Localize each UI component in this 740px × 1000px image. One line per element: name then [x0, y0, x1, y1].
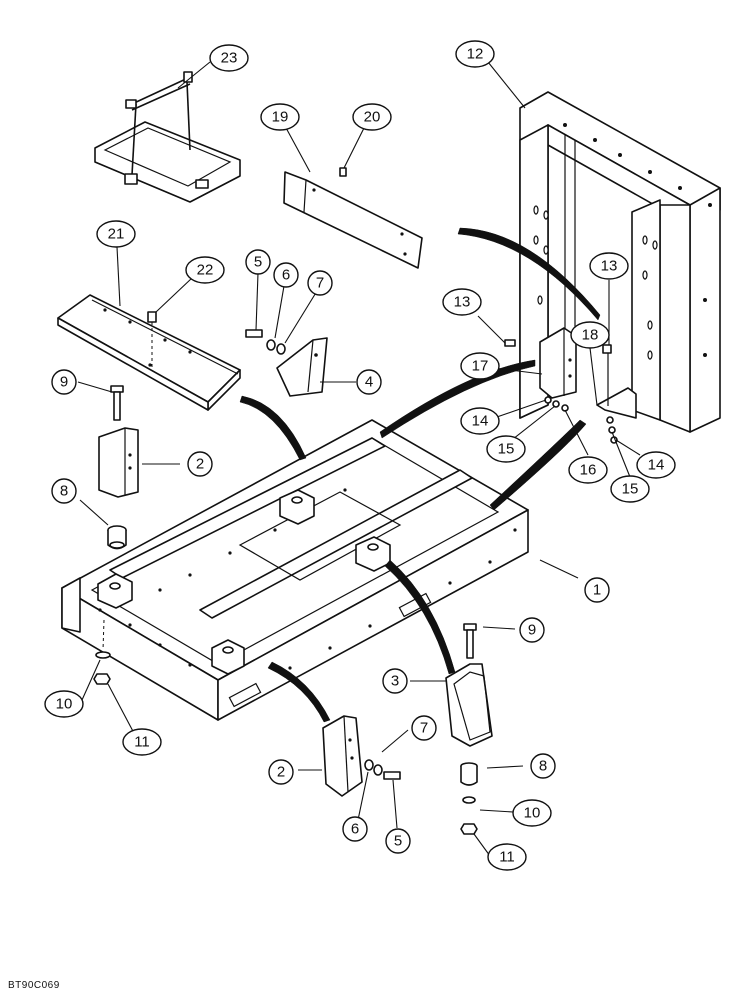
mount-assembly-right	[445, 623, 493, 835]
callout-7: 7	[307, 270, 333, 296]
battery-tray-part	[94, 71, 241, 203]
callout-22: 22	[185, 256, 225, 284]
callout-label: 6	[282, 267, 290, 284]
callout-6-bottom: 6	[342, 816, 368, 842]
callout-5: 5	[245, 249, 271, 275]
cab-frame-part	[519, 91, 721, 433]
callout-2-bottom: 2	[268, 759, 294, 785]
callout-2-top: 2	[187, 451, 213, 477]
callout-9-right: 9	[519, 617, 545, 643]
callout-label: 18	[582, 327, 599, 344]
callout-label: 16	[580, 462, 597, 479]
floor-plate-part	[57, 294, 241, 411]
callout-label: 1	[593, 582, 601, 599]
callout-label: 2	[277, 764, 285, 781]
drawing-reference-code: BT90C069	[8, 980, 60, 991]
callout-8-right: 8	[530, 753, 556, 779]
callout-11-right: 11	[487, 843, 527, 871]
callout-label: 7	[420, 720, 428, 737]
callout-label: 11	[499, 849, 515, 866]
mount-assembly-left	[98, 385, 139, 550]
callout-label: 15	[498, 441, 515, 458]
assembly-bands	[239, 227, 601, 723]
callout-12: 12	[455, 40, 495, 68]
callout-10-right: 10	[512, 799, 552, 827]
callout-label: 23	[221, 50, 238, 67]
cover-plate-part	[283, 167, 423, 269]
bracket-part-4	[245, 329, 328, 397]
callout-label: 11	[134, 734, 150, 751]
callout-label: 3	[391, 673, 399, 690]
left-fasteners	[93, 619, 111, 685]
mount-assembly-bottom	[322, 715, 401, 797]
callout-15-right: 15	[610, 475, 650, 503]
callout-label: 2	[196, 456, 204, 473]
callout-14-left: 14	[460, 407, 500, 435]
main-frame-part	[61, 419, 529, 721]
callout-label: 4	[365, 374, 373, 391]
callout-18: 18	[570, 321, 610, 349]
callout-label: 14	[472, 413, 489, 430]
callout-label: 19	[272, 109, 289, 126]
callout-label: 10	[56, 696, 73, 713]
callout-23: 23	[209, 44, 249, 72]
callout-label: 15	[622, 481, 639, 498]
callout-4: 4	[356, 369, 382, 395]
callout-8-left: 8	[51, 478, 77, 504]
callout-20: 20	[352, 103, 392, 131]
callout-3: 3	[382, 668, 408, 694]
callout-label: 7	[316, 275, 324, 292]
callout-label: 9	[528, 622, 536, 639]
callout-15-left: 15	[486, 435, 526, 463]
callout-label: 13	[454, 294, 471, 311]
callout-label: 21	[108, 226, 125, 243]
callout-label: 5	[254, 254, 262, 271]
callout-21: 21	[96, 220, 136, 248]
callout-10-left: 10	[44, 690, 84, 718]
callout-label: 22	[197, 262, 214, 279]
callout-label: 10	[524, 805, 541, 822]
callout-label: 8	[60, 483, 68, 500]
callout-11-left: 11	[122, 728, 162, 756]
callout-6: 6	[273, 262, 299, 288]
callout-19: 19	[260, 103, 300, 131]
callout-label: 9	[60, 374, 68, 391]
callout-label: 12	[467, 46, 484, 63]
callout-label: 8	[539, 758, 547, 775]
callout-label: 5	[394, 833, 402, 850]
callout-1: 1	[584, 577, 610, 603]
callout-5-bottom: 5	[385, 828, 411, 854]
callout-17: 17	[460, 352, 500, 380]
callout-label: 17	[472, 358, 489, 375]
callout-13-left: 13	[442, 288, 482, 316]
callout-16: 16	[568, 456, 608, 484]
callout-14-right: 14	[636, 451, 676, 479]
rear-brackets	[504, 327, 637, 444]
callout-7-bottom: 7	[411, 715, 437, 741]
callout-label: 20	[364, 109, 381, 126]
callout-label: 6	[351, 821, 359, 838]
callout-label: 14	[648, 457, 665, 474]
leader-lines	[77, 61, 641, 857]
callout-13-right: 13	[589, 252, 629, 280]
callout-label: 13	[601, 258, 618, 275]
callout-9-left: 9	[51, 369, 77, 395]
